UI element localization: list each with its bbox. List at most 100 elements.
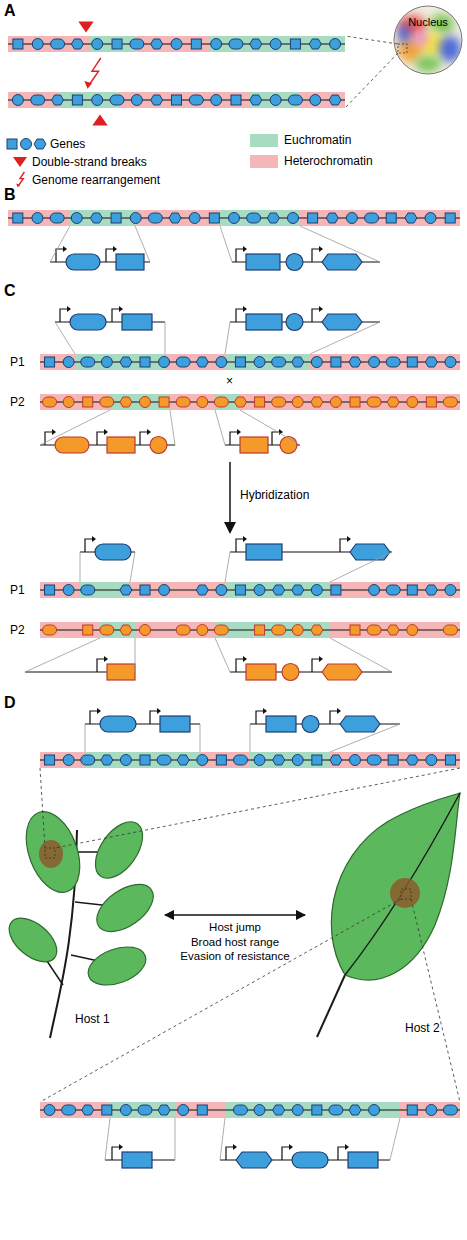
gene-square (308, 213, 318, 223)
gene-oval (189, 95, 203, 105)
promoter-head (157, 708, 161, 714)
lesion (39, 840, 63, 868)
euchromatin-band (85, 752, 200, 768)
gene-square (172, 95, 182, 105)
gene-circle (120, 755, 131, 766)
zoom-guide-line (310, 322, 380, 354)
zoom-square (45, 848, 55, 858)
node-label: Host 2 (405, 1021, 465, 1035)
gene-oval (138, 1105, 152, 1115)
promoter-head (263, 708, 267, 714)
arrow-note: Evasion of resistance (160, 950, 310, 962)
gene-hexagon (349, 357, 361, 367)
gene-square (445, 213, 455, 223)
zoom-guide-line (85, 724, 86, 752)
zoom-guide-line (80, 552, 81, 582)
gene-oval (50, 213, 64, 223)
promoter-arrow (45, 432, 52, 445)
promoter-head (233, 1144, 237, 1150)
legend-label: Genome rearrangement (32, 173, 160, 187)
gene-circle (159, 357, 170, 368)
gene-square (255, 625, 265, 635)
gene-rect (246, 544, 282, 560)
gene-circle (211, 95, 222, 106)
zoom-guide-line (250, 724, 251, 752)
promoter-head (243, 306, 247, 312)
promoter-arrow (312, 249, 319, 262)
gene-square (140, 357, 150, 367)
gene-hexagon (234, 397, 246, 407)
gene-circle (270, 39, 281, 50)
promoter-arrow (236, 249, 243, 262)
process-label: Hybridization (240, 488, 309, 502)
gene-circle (407, 397, 418, 408)
gene-circle (445, 357, 456, 368)
gene-oval (367, 625, 381, 635)
gene-circle (286, 314, 303, 331)
gene-oval (43, 625, 57, 635)
midrib (345, 793, 460, 975)
gene-circle (369, 357, 380, 368)
gene-circle (311, 357, 322, 368)
gene-oval (386, 585, 400, 595)
gene-square (255, 397, 265, 407)
promoter-arrow (312, 659, 319, 672)
gene-square (209, 213, 219, 223)
gene-circle (311, 585, 322, 596)
zoom-guide-line (105, 1118, 110, 1160)
parent-label: P2 (10, 623, 25, 637)
gene-oval (443, 397, 457, 407)
process-arrow (229, 462, 231, 524)
gene-circle (211, 39, 222, 50)
zoom-dashed-line (55, 768, 460, 848)
gene-rect (107, 664, 135, 680)
gene-circle (63, 397, 74, 408)
zoom-guide-line (215, 410, 225, 445)
gene-hexagon (425, 357, 437, 367)
promoter-head (243, 656, 247, 662)
gene-square (7, 139, 17, 149)
zoom-guide-line (135, 226, 150, 262)
gene-circle (254, 755, 265, 766)
zoom-guide-line (25, 638, 100, 672)
promoter-head (319, 246, 323, 252)
gene-square (197, 1105, 207, 1115)
zoom-dashed-line (40, 899, 401, 1102)
parent-label: P2 (10, 395, 25, 409)
promoter-arrow (90, 711, 97, 724)
zoom-guide-line (135, 638, 136, 672)
leaflet (83, 940, 151, 992)
gene-square (331, 585, 341, 595)
gene-square (102, 1105, 112, 1115)
gene-square (140, 585, 150, 595)
gene-oval (100, 397, 114, 407)
process-arrow-head (224, 522, 236, 534)
gene-square (72, 95, 82, 105)
gene-hexagon (292, 357, 304, 367)
promoter-arrow (256, 711, 263, 724)
euchromatin-band (220, 210, 300, 226)
gene-hexagon (425, 585, 437, 595)
gene-circle (310, 95, 321, 106)
gene-circle (131, 95, 142, 106)
gene-square (13, 213, 23, 223)
gene-rect (266, 716, 296, 732)
gene-rect (122, 314, 152, 330)
gene-hexagon (120, 585, 132, 595)
gene-circle (171, 39, 182, 50)
zoom-guide-line (220, 1118, 225, 1160)
gene-circle (350, 755, 361, 766)
promoter-head (347, 536, 351, 542)
zoom-square (401, 889, 411, 899)
gene-oval (443, 1105, 457, 1115)
gene-circle (12, 95, 23, 106)
gene-square (290, 39, 300, 49)
gene-square (426, 397, 436, 407)
gene-circle (159, 585, 170, 596)
gene-circle (216, 585, 227, 596)
heterochromatin-band (400, 1102, 460, 1118)
gene-oval (272, 397, 286, 407)
promoter-arrow (112, 309, 119, 322)
rearrangement-bolt (18, 172, 24, 186)
